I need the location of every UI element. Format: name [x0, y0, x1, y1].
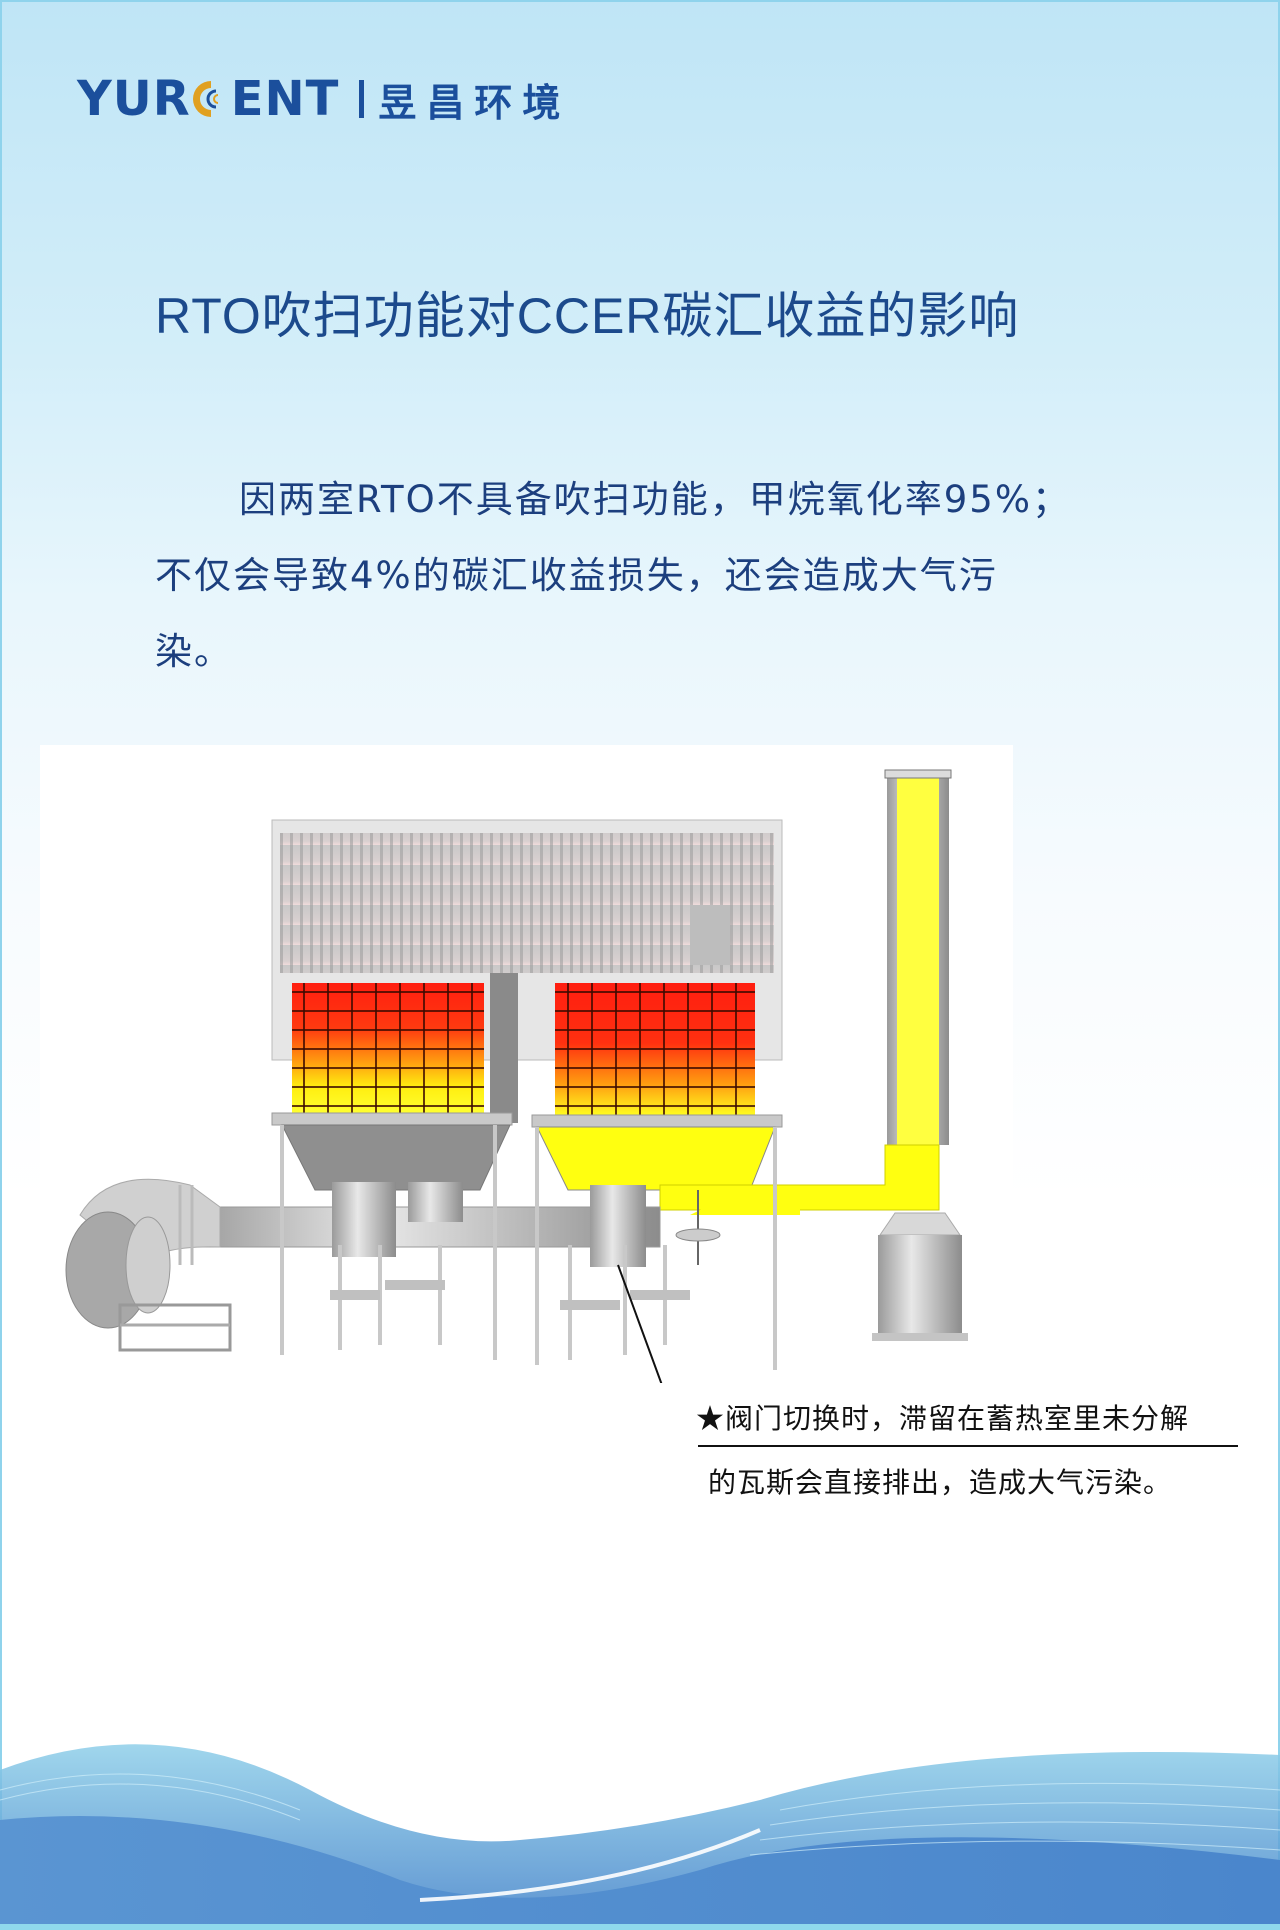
decorative-wave-footer — [0, 1744, 1280, 1930]
callout-line-1: ★阀门切换时，滞留在蓄热室里未分解 — [696, 1402, 1190, 1435]
brand-chinese-name: 昱昌环境 — [378, 80, 571, 125]
paragraph-line-1: 因两室RTO不具备吹扫功能，甲烷氧化率95%； — [239, 478, 1071, 521]
body-paragraph: 因两室RTO不具备吹扫功能，甲烷氧化率95%； 不仅会导致4%的碳汇收益损失，还… — [155, 462, 1145, 690]
page-title: RTO吹扫功能对CCER碳汇收益的影响 — [155, 288, 1020, 344]
brand-text-left: YUR — [77, 71, 191, 127]
paragraph-line-3: 染。 — [155, 630, 233, 673]
callout-line-2: 的瓦斯会直接排出，造成大气污染。 — [708, 1466, 1173, 1499]
brand-wordmark: YUR ENT — [77, 75, 339, 123]
paragraph-line-2: 不仅会导致4%的碳汇收益损失，还会造成大气污 — [155, 554, 998, 597]
callout-underline — [698, 1445, 1238, 1447]
rto-illustration — [40, 745, 1013, 1383]
brand-text-right: ENT — [230, 71, 340, 127]
brand-logo: YUR ENT 昱昌环境 — [77, 74, 571, 125]
brand-divider — [359, 80, 365, 118]
rto-equipment-drawing — [65, 769, 968, 1383]
brand-c-emblem-icon — [192, 81, 218, 117]
valve-callout: ★阀门切换时，滞留在蓄热室里未分解 的瓦斯会直接排出，造成大气污染。 — [690, 1397, 1238, 1501]
